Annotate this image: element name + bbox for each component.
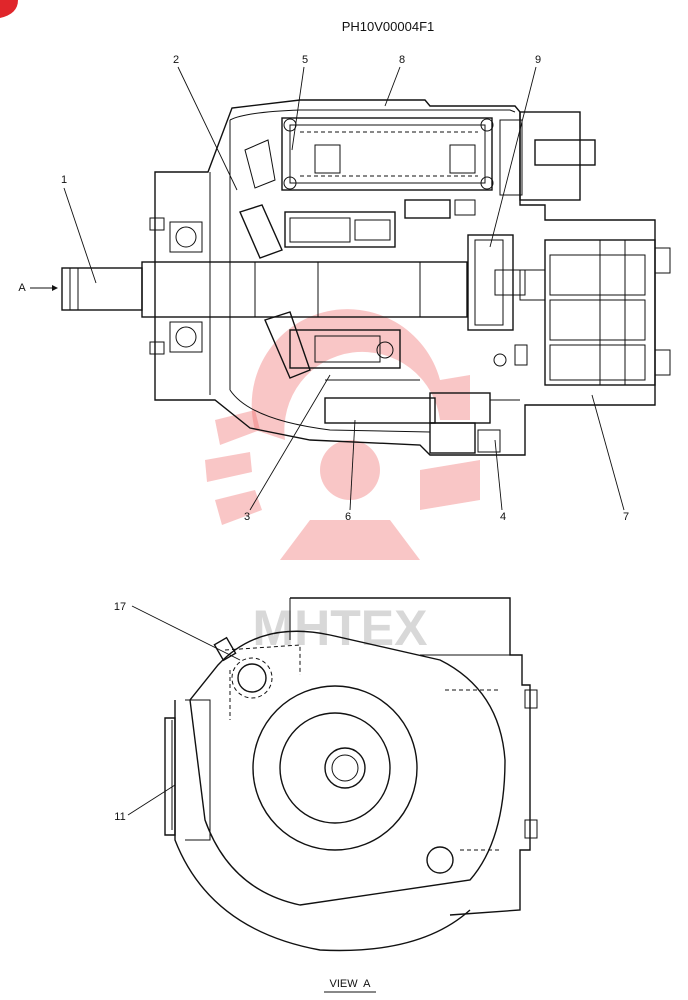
part-label-5: 5 <box>302 54 308 66</box>
watermark-logo: MHTEX <box>205 309 480 656</box>
part-label-1: 1 <box>61 174 67 186</box>
pump-section-view <box>61 99 671 456</box>
part-label-7: 7 <box>623 511 629 523</box>
view-a-callouts: 17 11 <box>114 601 241 823</box>
view-arrow-label: A <box>18 282 26 294</box>
corner-mark <box>0 0 18 18</box>
part-label-9: 9 <box>535 54 541 66</box>
drawing-code: PH10V00004F1 <box>342 19 435 34</box>
part-label-8: 8 <box>399 54 405 66</box>
watermark-text: MHTEX <box>253 600 428 656</box>
part-label-11: 11 <box>114 811 125 823</box>
part-label-2: 2 <box>173 54 179 66</box>
part-label-3: 3 <box>244 511 250 523</box>
part-callouts: 1 2 5 8 9 3 6 4 7 <box>61 54 629 523</box>
part-label-4: 4 <box>500 511 506 523</box>
part-label-17: 17 <box>114 601 126 613</box>
part-label-6: 6 <box>345 511 351 523</box>
view-a-drawing <box>164 597 538 952</box>
view-a-caption: VIEW A <box>330 978 372 990</box>
view-caption: VIEW A <box>324 978 376 993</box>
view-arrow: A <box>18 282 58 294</box>
